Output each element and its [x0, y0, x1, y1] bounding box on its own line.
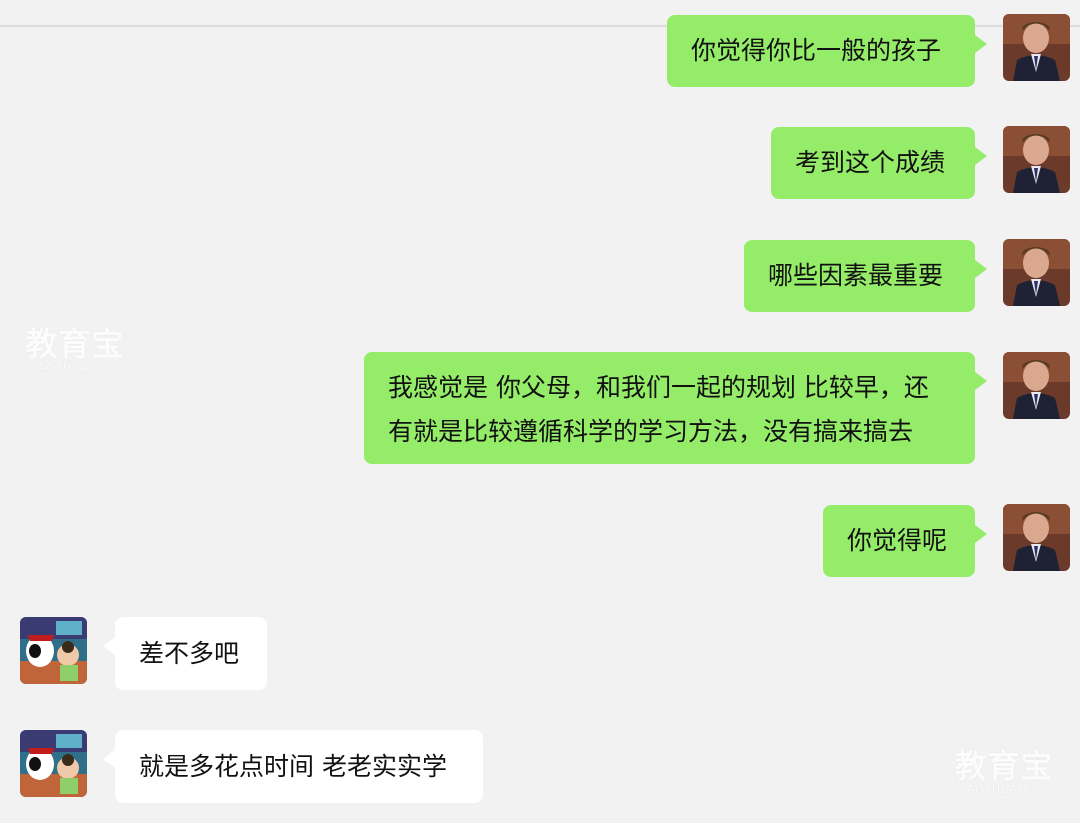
message-text-line-2: 有就是比较遵循科学的学习方法，没有搞来搞去 [388, 417, 914, 446]
boy-in-uniform-avatar-icon [1003, 239, 1070, 306]
message-text: 哪些因素最重要 [768, 261, 944, 290]
boy-avatar[interactable] [1003, 239, 1070, 306]
watermark-logo-right: 教育宝 JIAOYUBAO.CN [946, 748, 1062, 796]
boy-in-uniform-avatar-icon [1003, 352, 1070, 419]
message-text-line-1: 我感觉是 你父母，和我们一起的规划 比较早，还 [388, 373, 929, 402]
watermark-domain: JIAOYUBAO.CN [958, 783, 1050, 796]
boy-in-uniform-avatar-icon [1003, 126, 1070, 193]
cartoon-characters-avatar-icon [20, 730, 87, 797]
message-bubble-outgoing[interactable]: 我感觉是 你父母，和我们一起的规划 比较早，还 有就是比较遵循科学的学习方法，没… [364, 352, 987, 464]
message-text: 你觉得呢 [847, 526, 948, 555]
message-text: 考到这个成绩 [795, 148, 946, 177]
cartoon-characters-avatar-icon [20, 617, 87, 684]
cartoon-avatar[interactable] [20, 730, 87, 797]
message-bubble-incoming[interactable]: 就是多花点时间 老老实实学 [103, 730, 483, 803]
message-bubble-outgoing[interactable]: 你觉得呢 [823, 505, 987, 577]
boy-in-uniform-avatar-icon [1003, 14, 1070, 81]
message-bubble-outgoing[interactable]: 你觉得你比一般的孩子 [667, 15, 987, 87]
boy-avatar[interactable] [1003, 504, 1070, 571]
boy-avatar[interactable] [1003, 352, 1070, 419]
message-text: 差不多吧 [139, 639, 240, 668]
message-text: 你觉得你比一般的孩子 [691, 36, 942, 65]
watermark-domain: JIAOYUBAO.CN [29, 361, 121, 374]
message-text: 就是多花点时间 老老实实学 [139, 752, 447, 781]
watermark-brand: 教育宝 [25, 325, 125, 363]
message-bubble-outgoing[interactable]: 哪些因素最重要 [744, 240, 987, 312]
watermark-logo-left: 教育宝 JIAOYUBAO.CN [18, 326, 132, 374]
watermark-brand: 教育宝 [954, 747, 1054, 785]
cartoon-avatar[interactable] [20, 617, 87, 684]
boy-in-uniform-avatar-icon [1003, 504, 1070, 571]
boy-avatar[interactable] [1003, 126, 1070, 193]
top-divider [0, 25, 1080, 27]
message-bubble-incoming[interactable]: 差不多吧 [103, 617, 267, 690]
message-bubble-outgoing[interactable]: 考到这个成绩 [771, 127, 987, 199]
boy-avatar[interactable] [1003, 14, 1070, 81]
